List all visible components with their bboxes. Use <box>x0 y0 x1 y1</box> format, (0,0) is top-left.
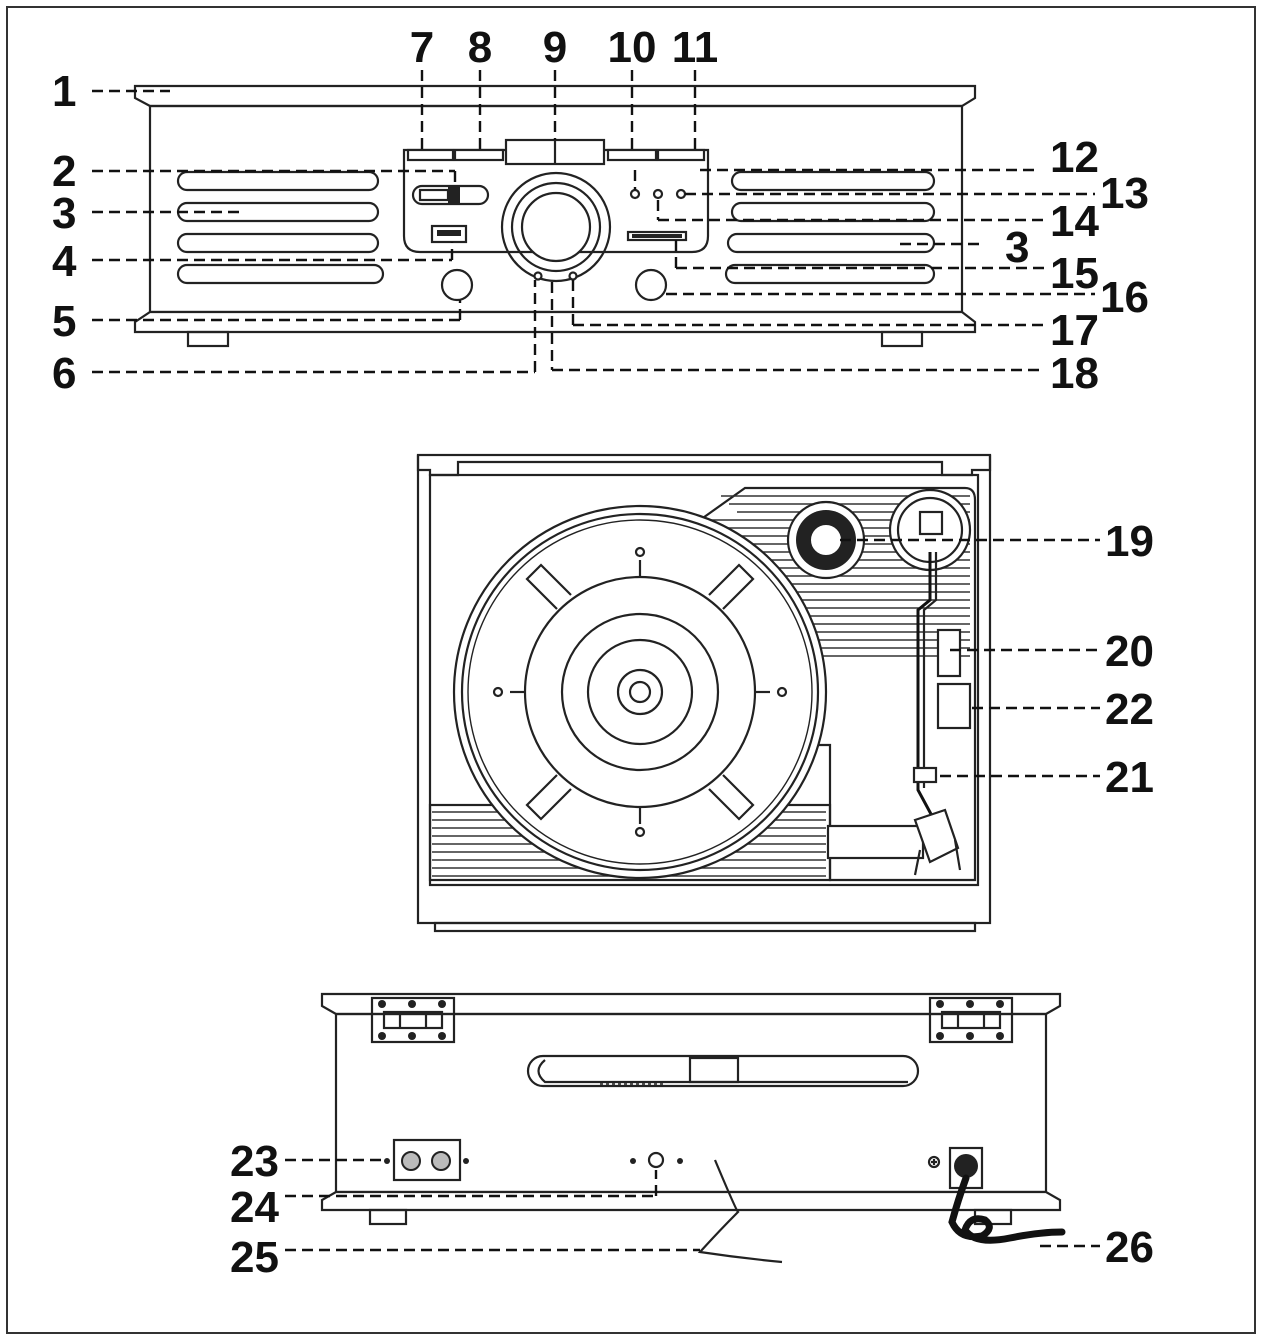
callout-22: 22 <box>1105 685 1154 734</box>
hinge-left <box>370 996 456 1044</box>
power-cord <box>948 1174 1066 1244</box>
control-knob <box>520 191 592 263</box>
cartridge <box>913 808 960 864</box>
front-view <box>133 84 977 348</box>
callout-17: 17 <box>1050 306 1099 355</box>
card-slot <box>626 230 688 242</box>
callout-20: 20 <box>1105 627 1154 676</box>
callout-16: 16 <box>1100 273 1149 322</box>
arm-lift <box>936 628 962 678</box>
button-10 <box>606 148 658 162</box>
callout-26: 26 <box>1105 1223 1154 1272</box>
callout-14: 14 <box>1050 197 1099 246</box>
callout-15: 15 <box>1050 249 1099 298</box>
led-13 <box>675 188 687 200</box>
callout-9: 9 <box>543 23 567 72</box>
rear-leaders <box>285 1158 1100 1252</box>
usb-port <box>430 224 468 244</box>
callout-19: 19 <box>1105 517 1154 566</box>
callout-11: 11 <box>672 23 719 72</box>
button-7 <box>406 148 455 162</box>
button-11 <box>656 148 706 162</box>
callout-25: 25 <box>230 1233 279 1282</box>
callout-21: 21 <box>1105 753 1154 802</box>
knob-ring <box>500 171 612 283</box>
aux-knob <box>634 268 668 302</box>
outer-frame <box>6 6 1256 1334</box>
rca-outputs <box>392 1138 462 1182</box>
hinge-right <box>928 996 1014 1044</box>
top-leaders <box>840 538 1100 778</box>
top-view <box>416 453 992 933</box>
platter-spokes <box>510 560 770 824</box>
auto-stop-switch <box>936 682 972 730</box>
tonearm <box>916 552 947 841</box>
callout-8: 8 <box>468 23 492 72</box>
callout-23: 23 <box>230 1137 279 1186</box>
callout-10: 10 <box>608 23 657 72</box>
rear-view <box>320 992 1066 1264</box>
callout-18: 18 <box>1050 349 1099 398</box>
speaker-grille-right <box>724 170 936 285</box>
callout-4: 4 <box>52 237 77 286</box>
speaker-grille-left <box>176 170 385 285</box>
function-switch <box>411 184 490 206</box>
headphone-jack <box>440 268 474 302</box>
led-12 <box>629 188 641 200</box>
callout-3: 3 <box>52 189 76 238</box>
callout-13: 13 <box>1100 169 1149 218</box>
front-base <box>133 310 977 334</box>
front-foot-right <box>880 330 924 348</box>
callout-labels: 1 2 3 3 4 5 6 7 8 9 10 11 12 13 14 15 16… <box>52 23 1154 1282</box>
aux-in-jack <box>647 1151 665 1169</box>
callout-3-right: 3 <box>1005 223 1029 272</box>
callout-5: 5 <box>52 297 76 346</box>
fm-antenna <box>697 1159 783 1264</box>
button-8 <box>453 148 505 162</box>
arm-rest <box>912 766 938 784</box>
callout-6: 6 <box>52 349 76 398</box>
front-foot-left <box>186 330 230 348</box>
carry-handle <box>526 1054 920 1088</box>
led-14 <box>652 188 664 200</box>
callout-24: 24 <box>230 1183 279 1232</box>
callout-1: 1 <box>52 67 76 116</box>
front-leaders <box>92 70 1095 374</box>
callout-7: 7 <box>410 23 434 72</box>
callout-12: 12 <box>1050 133 1099 182</box>
control-panel <box>402 148 710 254</box>
callout-2: 2 <box>52 147 76 196</box>
